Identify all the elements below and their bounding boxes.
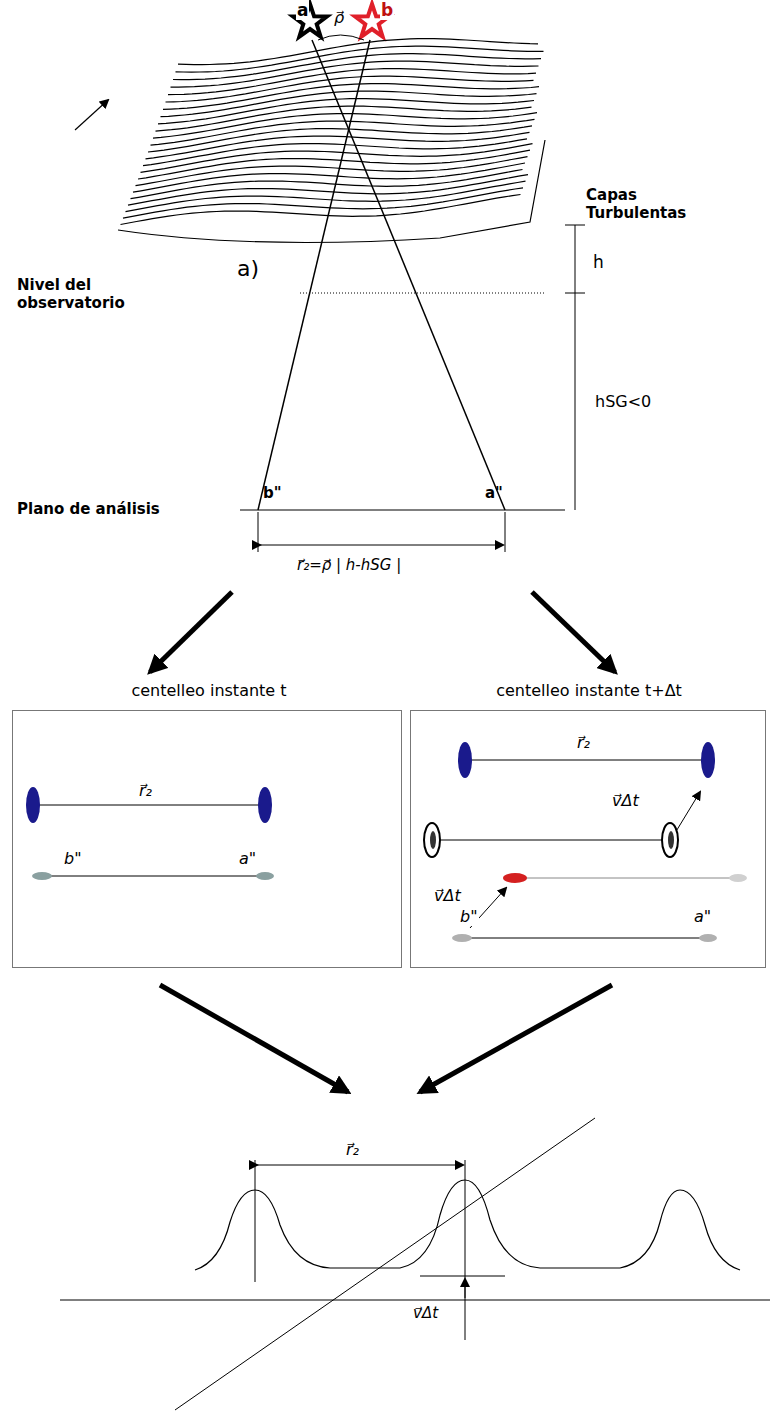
diagonal-line (175, 1118, 595, 1410)
scintillation-frame: centelleo instante tr⃗₂b"a" (12, 710, 402, 968)
frame-label: b" (63, 849, 83, 868)
height-label: hSG<0 (594, 392, 652, 411)
point-label: a" (484, 484, 504, 502)
ray-a (312, 40, 505, 510)
red-spot (503, 873, 527, 883)
scintillation-spot (458, 742, 472, 778)
height-line (575, 225, 576, 510)
layer-stroke (168, 69, 536, 95)
height-label: h (592, 252, 605, 272)
level-label: Nivel del observatorio (16, 276, 143, 312)
layer-stroke (121, 195, 521, 225)
observatory-level (300, 293, 545, 294)
flow-arrow (150, 592, 232, 672)
point-label: b" (262, 484, 283, 502)
axis (60, 1300, 770, 1301)
panel-label: a) (236, 256, 260, 282)
peak-line (255, 1160, 256, 1282)
faint-spot (256, 872, 274, 880)
frame-label: b" (459, 907, 479, 926)
layer-stroke (173, 54, 541, 80)
separation-line (40, 876, 268, 877)
previous-spot-core (668, 831, 674, 849)
frame-label: a" (238, 849, 257, 868)
analysis-plane (240, 509, 565, 510)
faint-spot (452, 934, 472, 942)
frame-label: r⃗₂ (576, 733, 591, 752)
separation-line (465, 760, 708, 761)
wind-arrow (75, 100, 108, 130)
plane-label: Plano de análisis (16, 500, 161, 518)
frame-label: v⃗Δt (433, 886, 462, 905)
tick (565, 293, 585, 294)
peak-line (465, 1160, 466, 1340)
scintillation-spot (701, 742, 715, 778)
separation-line (458, 938, 712, 939)
dimension-label: r⃗₂=ρ⃗ | h-hSG | (296, 556, 402, 574)
layer-label: Capas Turbulentas (585, 186, 707, 222)
scintillation-frame: centelleo instante t+Δtr⃗₂v⃗Δtv⃗Δtb"a" (410, 710, 766, 968)
dimension-tick (505, 512, 506, 552)
layer-outline (118, 140, 545, 243)
angle-arc (318, 35, 364, 40)
layer-stroke (171, 61, 539, 87)
ray-b (258, 40, 370, 510)
faint-spot (729, 874, 747, 882)
layer-stroke (123, 188, 523, 218)
layer-stroke (176, 46, 544, 72)
scintillation-spot (26, 787, 40, 823)
layer-stroke (148, 126, 532, 152)
offset-tick (420, 1276, 505, 1277)
faint-spot (699, 934, 717, 942)
star-label: a (296, 0, 309, 20)
flow-arrow (420, 985, 612, 1092)
correlation-curve (195, 1180, 740, 1270)
tick (565, 225, 585, 226)
faint-spot (32, 872, 52, 880)
offset-label: v⃗Δt (412, 1304, 439, 1322)
flow-arrow (532, 592, 615, 672)
previous-spot-core (430, 831, 436, 849)
star-label: b (380, 0, 394, 20)
frame-heading: centelleo instante t (13, 681, 405, 700)
frame-heading: centelleo instante t+Δt (410, 681, 768, 700)
previous-spot (662, 823, 678, 857)
separation-line (33, 805, 265, 806)
dimension-line (257, 1165, 463, 1166)
offset-arrow (465, 1279, 466, 1298)
dimension-label: r⃗₂ (345, 1140, 360, 1159)
dimension-line (260, 545, 503, 546)
angle-label: ρ⃗ (333, 8, 345, 27)
separation-line (515, 878, 735, 879)
frame-label: r⃗₂ (138, 781, 153, 800)
previous-spot (424, 823, 440, 857)
frame-label: v⃗Δt (611, 791, 640, 810)
scintillation-spot (258, 787, 272, 823)
layer-stroke (178, 39, 538, 65)
turbulent-layers (118, 39, 545, 243)
separation-line (432, 840, 670, 841)
frame-label: a" (693, 907, 712, 926)
flow-arrow (160, 985, 348, 1092)
dimension-tick (258, 512, 259, 552)
